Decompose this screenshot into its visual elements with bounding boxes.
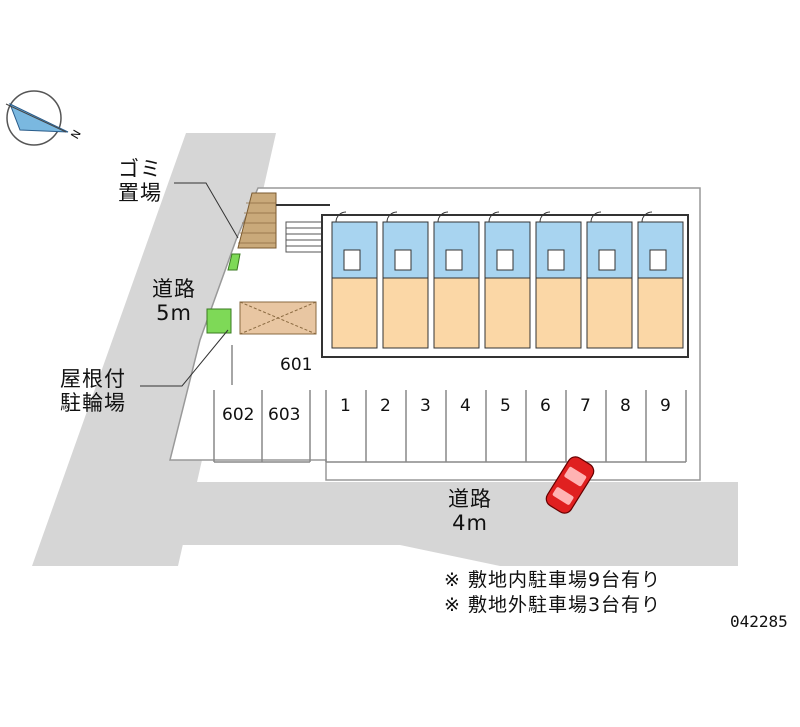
map-code: 042285: [730, 612, 788, 631]
onsite-slot-label: 6: [540, 396, 551, 416]
onsite-slot-label: 4: [460, 396, 471, 416]
green-patch-lower: [206, 308, 232, 334]
car-icon: [545, 456, 595, 514]
apartment-unit: [535, 211, 582, 349]
apartment-unit: [484, 211, 531, 349]
apartment-unit: [382, 211, 429, 349]
offsite-slot-label: 603: [268, 405, 301, 425]
stairs: [285, 221, 323, 253]
apartment-unit: [637, 211, 684, 349]
onsite-slot-label: 7: [580, 396, 591, 416]
bike-parking-label: 屋根付駐輪場: [60, 367, 126, 415]
onsite-slot-label: 2: [380, 396, 391, 416]
onsite-slot-label: 9: [660, 396, 671, 416]
onsite-slot-label: 8: [620, 396, 631, 416]
apartment-unit: [331, 211, 378, 349]
road-west: [32, 133, 276, 566]
apartment-unit: [433, 211, 480, 349]
note-offsite-parking: ※ 敷地外駐車場3台有り: [444, 594, 662, 616]
trash-area-shape: [237, 192, 277, 249]
apartment-unit: [586, 211, 633, 349]
compass-icon: [5, 90, 69, 146]
trash-area-label: ゴミ置場: [118, 157, 162, 205]
offsite-slot-label: 602: [222, 405, 255, 425]
note-onsite-parking: ※ 敷地内駐車場9台有り: [444, 569, 662, 591]
onsite-slot-label: 5: [500, 396, 511, 416]
onsite-slot-label: 3: [420, 396, 431, 416]
onsite-slot-label: 1: [340, 396, 351, 416]
offsite-slot-label: 601: [280, 355, 313, 375]
green-patch-upper: [227, 253, 241, 271]
